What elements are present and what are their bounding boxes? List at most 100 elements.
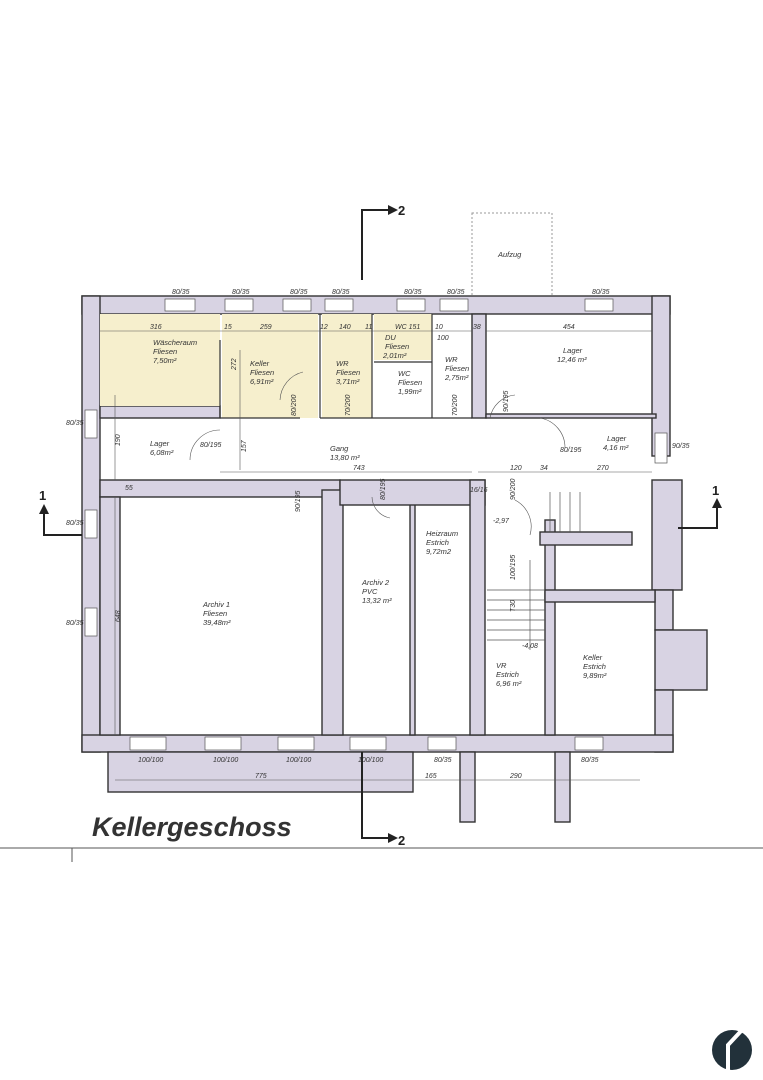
svg-text:165: 165 xyxy=(425,773,437,780)
svg-text:T30: T30 xyxy=(510,600,517,612)
svg-text:90/195: 90/195 xyxy=(503,390,510,412)
svg-text:Lager: Lager xyxy=(607,434,627,443)
svg-text:270: 270 xyxy=(596,465,609,472)
section-marker-2-bottom: 2 xyxy=(361,752,405,848)
brand-logo-icon xyxy=(712,1028,752,1072)
svg-text:90/200: 90/200 xyxy=(510,478,517,500)
svg-text:100/100: 100/100 xyxy=(358,757,383,764)
svg-text:WC: WC xyxy=(398,369,411,378)
svg-text:34: 34 xyxy=(540,465,548,472)
svg-text:Keller: Keller xyxy=(583,653,603,662)
svg-text:Fliesen: Fliesen xyxy=(153,347,177,356)
svg-text:4,16 m²: 4,16 m² xyxy=(603,443,629,452)
svg-text:12,46 m²: 12,46 m² xyxy=(557,355,587,364)
svg-text:80/35: 80/35 xyxy=(172,289,190,296)
svg-text:70/200: 70/200 xyxy=(345,394,352,416)
svg-text:Keller: Keller xyxy=(250,359,270,368)
door-swings xyxy=(189,371,566,536)
svg-text:Fliesen: Fliesen xyxy=(445,364,469,373)
staircase xyxy=(487,492,581,650)
svg-text:140: 140 xyxy=(339,324,351,331)
svg-text:80/35: 80/35 xyxy=(66,620,84,627)
svg-text:Fliesen: Fliesen xyxy=(385,342,409,351)
svg-text:9,72m2: 9,72m2 xyxy=(426,547,452,556)
svg-text:1: 1 xyxy=(712,483,719,498)
svg-text:Estrich: Estrich xyxy=(496,670,519,679)
svg-text:70/200: 70/200 xyxy=(452,394,459,416)
svg-text:80/195: 80/195 xyxy=(380,478,387,500)
svg-text:2,01m²: 2,01m² xyxy=(382,351,407,360)
svg-text:775: 775 xyxy=(255,773,267,780)
svg-text:Lager: Lager xyxy=(563,346,583,355)
svg-text:80/35: 80/35 xyxy=(290,289,308,296)
svg-text:157: 157 xyxy=(241,439,248,452)
section-marker-1-right: 1 xyxy=(678,483,722,529)
room-wr xyxy=(322,314,372,418)
svg-text:290: 290 xyxy=(509,773,522,780)
svg-text:259: 259 xyxy=(259,324,272,331)
svg-text:80/35: 80/35 xyxy=(404,289,422,296)
section-marker-2-top: 2 xyxy=(361,203,405,280)
svg-text:272: 272 xyxy=(231,358,238,371)
svg-text:100/195: 100/195 xyxy=(510,555,517,580)
svg-text:7,50m²: 7,50m² xyxy=(153,356,177,365)
dimension-labels: 316 15 259 12 140 11 WC 151 10 100 38 45… xyxy=(66,289,690,780)
svg-text:Fliesen: Fliesen xyxy=(336,368,360,377)
floor-title: Kellergeschoss xyxy=(92,812,292,842)
svg-text:80/200: 80/200 xyxy=(291,394,298,416)
windows xyxy=(84,298,668,751)
svg-text:-2,97: -2,97 xyxy=(493,518,510,525)
svg-text:80/35: 80/35 xyxy=(66,420,84,427)
walls xyxy=(81,295,708,823)
svg-text:15: 15 xyxy=(224,324,232,331)
svg-text:Archiv 1: Archiv 1 xyxy=(202,600,230,609)
room-label-aufzug: Aufzug xyxy=(497,250,522,259)
svg-text:100/100: 100/100 xyxy=(213,757,238,764)
svg-text:39,48m²: 39,48m² xyxy=(203,618,231,627)
section-marker-1-left: 1 xyxy=(39,488,82,536)
svg-text:38: 38 xyxy=(473,324,481,331)
svg-text:PVC: PVC xyxy=(362,587,378,596)
svg-text:6,08m²: 6,08m² xyxy=(150,448,174,457)
svg-text:743: 743 xyxy=(353,465,365,472)
svg-text:13,32 m²: 13,32 m² xyxy=(362,596,392,605)
room-du xyxy=(374,314,432,360)
svg-text:90/195: 90/195 xyxy=(295,490,302,512)
elevator-shaft xyxy=(471,212,553,297)
svg-text:DU: DU xyxy=(385,333,396,342)
svg-text:100: 100 xyxy=(437,335,449,342)
svg-text:190: 190 xyxy=(115,434,122,446)
svg-text:120: 120 xyxy=(510,465,522,472)
svg-text:16/16: 16/16 xyxy=(470,487,488,494)
svg-text:6,91m²: 6,91m² xyxy=(250,377,274,386)
svg-text:Fliesen: Fliesen xyxy=(203,609,227,618)
room-labels: Wäscheraum Fliesen 7,50m² Keller Fliesen… xyxy=(150,333,629,688)
svg-text:1: 1 xyxy=(39,488,46,503)
svg-text:Archiv 2: Archiv 2 xyxy=(361,578,390,587)
svg-text:2: 2 xyxy=(398,833,405,848)
svg-text:WC 151: WC 151 xyxy=(395,324,420,331)
interior-walls xyxy=(219,314,472,419)
svg-text:80/35: 80/35 xyxy=(447,289,465,296)
room-keller-fliesen xyxy=(222,314,318,418)
svg-text:-4,08: -4,08 xyxy=(522,643,538,650)
svg-text:10: 10 xyxy=(435,324,443,331)
svg-text:100/100: 100/100 xyxy=(138,757,163,764)
svg-text:6,96 m²: 6,96 m² xyxy=(496,679,522,688)
svg-text:316: 316 xyxy=(150,324,162,331)
svg-text:Lager: Lager xyxy=(150,439,170,448)
svg-text:2,75m²: 2,75m² xyxy=(444,373,469,382)
svg-text:648: 648 xyxy=(115,610,122,622)
svg-text:2: 2 xyxy=(398,203,405,218)
svg-text:80/195: 80/195 xyxy=(200,442,222,449)
svg-text:80/35: 80/35 xyxy=(592,289,610,296)
svg-text:Estrich: Estrich xyxy=(583,662,606,671)
svg-text:80/35: 80/35 xyxy=(581,757,599,764)
svg-text:13,80 m²: 13,80 m² xyxy=(330,453,360,462)
svg-text:Fliesen: Fliesen xyxy=(398,378,422,387)
svg-text:100/100: 100/100 xyxy=(286,757,311,764)
svg-text:12: 12 xyxy=(320,324,328,331)
svg-text:55: 55 xyxy=(125,485,133,492)
svg-text:Estrich: Estrich xyxy=(426,538,449,547)
